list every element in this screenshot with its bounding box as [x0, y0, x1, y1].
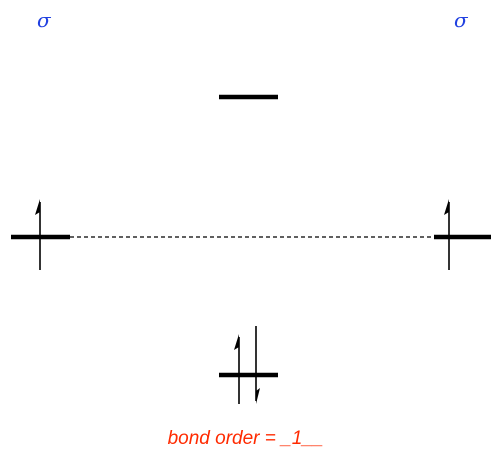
bonding-electron-down-arrow [255, 326, 260, 404]
bonding-electron-up-arrow [234, 334, 240, 404]
sigma-label-right: σ [454, 8, 468, 32]
left-electron-up-arrow [35, 199, 41, 270]
bond-order-label: bond order = _1__ [167, 428, 324, 449]
right-electron-up-arrow [444, 199, 450, 270]
sigma-label-left: σ [37, 8, 51, 32]
